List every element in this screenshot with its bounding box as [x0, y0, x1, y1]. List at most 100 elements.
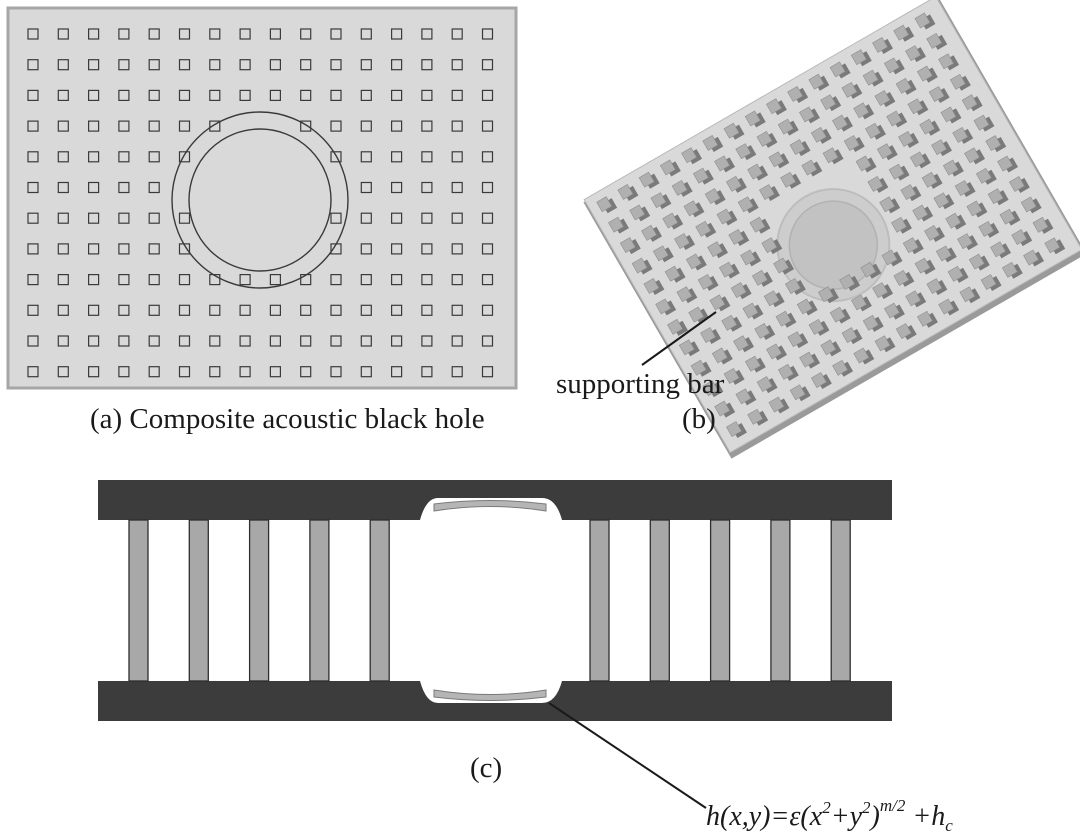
- panel-b-cube: [914, 257, 936, 275]
- panel-b-cube: [968, 253, 990, 271]
- panel-b-cube: [780, 171, 802, 189]
- panel-b-cube: [742, 302, 764, 320]
- panel-b-cube: [924, 225, 945, 242]
- panel-b-cube: [716, 208, 738, 226]
- panel-a-cell: [148, 59, 160, 71]
- panel-b-cube: [735, 388, 757, 406]
- formula-mid-1: +y: [831, 801, 863, 832]
- panel-b-cube-array: [596, 12, 1066, 439]
- panel-b-cube: [907, 98, 929, 116]
- panel-b-cube: [747, 163, 769, 181]
- panel-b-cube: [926, 278, 948, 296]
- panel-a-cell: [118, 366, 130, 378]
- panel-b-cube: [728, 229, 750, 246]
- panel-a-cell: [360, 243, 372, 255]
- panel-a-cell: [330, 212, 342, 224]
- panel-b-cube: [832, 114, 853, 132]
- panel-b-cube: [700, 327, 721, 345]
- panel-a-cell: [300, 304, 312, 316]
- panel-b-cube: [773, 257, 795, 275]
- panel-b-cube: [912, 204, 934, 222]
- panel-c-supporting-bars: [128, 519, 851, 682]
- panel-b-cube: [619, 237, 641, 255]
- panel-a-cell: [118, 212, 130, 224]
- panel-a-cell: [148, 335, 160, 347]
- panel-a-cell: [148, 151, 160, 163]
- panel-a-cell: [27, 28, 39, 40]
- panel-a-cell: [451, 120, 463, 132]
- panel-b-cube: [990, 241, 1011, 259]
- panel-a-cell: [239, 366, 251, 378]
- panel-c-formula-leader: [548, 702, 707, 809]
- panel-b-cube: [796, 298, 818, 316]
- panel-b-cube: [1001, 261, 1023, 279]
- panel-a-cell: [87, 304, 100, 316]
- panel-a-cell: [330, 335, 342, 347]
- panel-b-cube: [850, 294, 872, 312]
- panel-b-cube: [756, 376, 778, 394]
- panel-b-cube: [714, 155, 736, 173]
- panel-b-cube: [652, 245, 674, 263]
- panel-a-cell: [178, 59, 191, 71]
- panel-b-cube: [808, 73, 830, 91]
- panel-b-cube: [761, 237, 783, 255]
- panel-b-cube: [933, 192, 955, 210]
- panel-b-cube: [789, 384, 811, 402]
- panel-a-cell: [421, 28, 433, 40]
- panel-b-cube: [841, 327, 863, 345]
- panel-b-cube: [957, 233, 978, 251]
- panel-a-cell: [330, 120, 342, 132]
- panel-b-cube: [808, 318, 830, 336]
- panel-b-cube: [768, 396, 790, 414]
- panel-a-cell: [57, 28, 69, 40]
- panel-a-cell: [300, 59, 312, 71]
- panel-a-cell: [451, 181, 463, 194]
- panel-a-cell: [421, 304, 433, 316]
- panel-b-cube: [1032, 216, 1054, 234]
- panel-a-cell: [451, 335, 463, 347]
- panel-b-cube: [942, 159, 964, 177]
- panel-a-cell: [421, 274, 433, 286]
- panel-a-cell: [57, 151, 69, 163]
- panel-b-supporting-bar-label: supporting bar: [556, 368, 725, 400]
- panel-a-cell: [57, 304, 69, 316]
- panel-a-cell: [360, 151, 372, 163]
- panel-a-cell: [451, 151, 463, 163]
- panel-a-cell: [118, 151, 130, 163]
- panel-a-cell: [421, 181, 433, 194]
- panel-b-cube: [664, 265, 686, 283]
- panel-c-supporting-bar: [830, 519, 851, 682]
- panel-b-cube: [725, 175, 747, 193]
- panel-b-cube: [784, 278, 806, 296]
- panel-b-cube: [945, 212, 967, 230]
- panel-a-cell: [209, 59, 221, 71]
- panel-b-cube: [714, 400, 736, 418]
- panel-b-cube: [895, 77, 917, 95]
- panel-c-bottom-coating: [433, 689, 547, 701]
- panel-b-cube: [707, 241, 729, 259]
- panel-b-cube: [980, 274, 1002, 292]
- panel-c-supporting-bar: [309, 519, 330, 682]
- panel-a-cell: [148, 181, 160, 194]
- panel-a-cell: [481, 335, 494, 347]
- panel-a-composite-plate: (a) Composite acoustic black hole: [6, 6, 518, 435]
- panel-b-cube: [799, 106, 820, 124]
- panel-a-cell: [239, 274, 251, 286]
- panel-a-cell: [27, 120, 39, 132]
- panel-c-caption: (c): [470, 752, 502, 784]
- panel-c-formula: h(x,y)=ε(x2+y2)m/2 +hc: [706, 796, 953, 835]
- panel-a-cell: [451, 243, 463, 255]
- panel-b-cube: [1023, 249, 1045, 267]
- panel-a-cell: [148, 243, 160, 255]
- panel-a-cell: [451, 366, 463, 378]
- panel-a-cell: [421, 335, 433, 347]
- panel-a-cell: [57, 59, 69, 71]
- panel-b-cube: [655, 298, 677, 316]
- panel-a-cell: [27, 181, 39, 194]
- panel-b-cube: [608, 216, 629, 234]
- panel-b-cube: [744, 355, 766, 373]
- panel-b-cube: [900, 184, 922, 202]
- panel-a-cell: [118, 335, 130, 347]
- panel-a-cell: [87, 243, 100, 255]
- panel-b-cube: [702, 380, 724, 398]
